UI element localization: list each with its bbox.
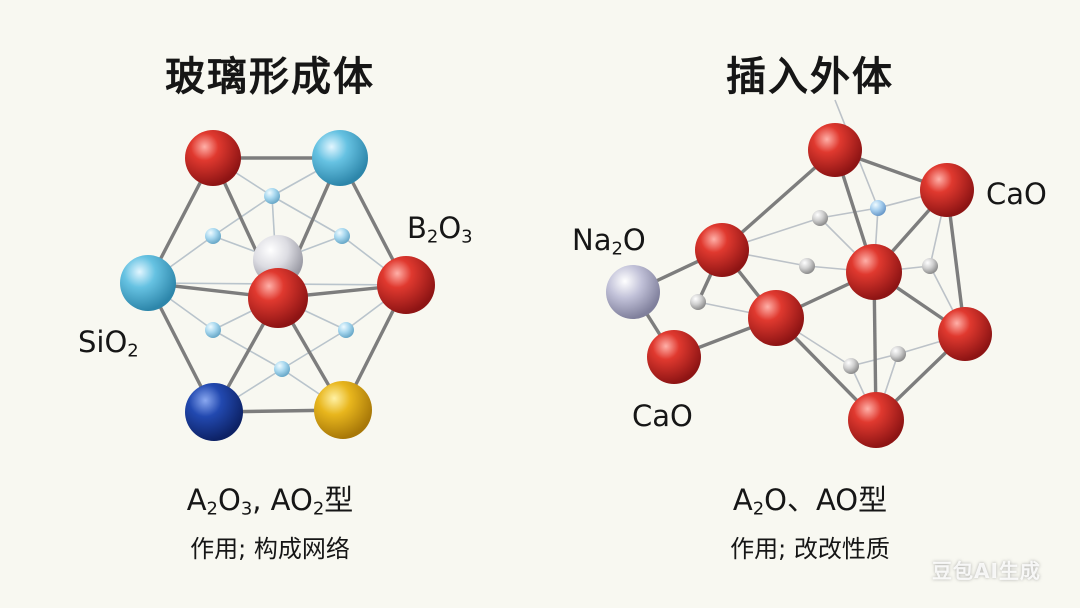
red-oxygen-atom bbox=[377, 256, 435, 314]
label-cao-top: CaO bbox=[986, 177, 1047, 211]
modifier-structure bbox=[606, 99, 992, 448]
glass-former-panel: 玻璃形成体 bbox=[78, 54, 473, 563]
dark-blue-atom bbox=[185, 383, 243, 441]
red-oxygen-atom bbox=[185, 130, 241, 186]
label-na2o: Na2O bbox=[572, 223, 646, 260]
modifier-panel: 插入外体 bbox=[540, 0, 1080, 608]
label-b2o3: B2O3 bbox=[407, 211, 473, 248]
light-blue-atom bbox=[120, 255, 176, 311]
yellow-atom bbox=[314, 381, 372, 439]
modifier-function: 作用; 改改性质 bbox=[730, 535, 890, 563]
glass-former-function: 作用; 构成网络 bbox=[190, 535, 350, 563]
calcium-atom bbox=[920, 163, 974, 217]
red-oxygen-atom bbox=[846, 244, 902, 300]
red-oxygen-atom bbox=[695, 223, 749, 277]
red-oxygen-atom bbox=[848, 392, 904, 448]
central-red-atom bbox=[248, 268, 308, 328]
modifier-title: 插入外体 bbox=[726, 54, 894, 100]
label-cao-bottom: CaO bbox=[632, 399, 693, 433]
sodium-atom bbox=[606, 265, 660, 319]
red-oxygen-atom bbox=[808, 123, 862, 177]
light-blue-atom bbox=[312, 130, 368, 186]
label-sio2: SiO2 bbox=[78, 325, 139, 362]
red-oxygen-atom bbox=[748, 290, 804, 346]
calcium-atom bbox=[647, 330, 701, 384]
small-network-nodes bbox=[690, 200, 938, 374]
red-oxygen-atom bbox=[938, 307, 992, 361]
glass-former-structure bbox=[120, 130, 435, 441]
ai-watermark: 豆包AI生成 bbox=[932, 559, 1041, 583]
glass-former-formula: A2O3, AO2型 bbox=[186, 483, 354, 520]
small-network-nodes bbox=[205, 188, 354, 377]
glass-former-title: 玻璃形成体 bbox=[165, 54, 375, 100]
modifier-formula: A2O、AO型 bbox=[732, 483, 888, 520]
